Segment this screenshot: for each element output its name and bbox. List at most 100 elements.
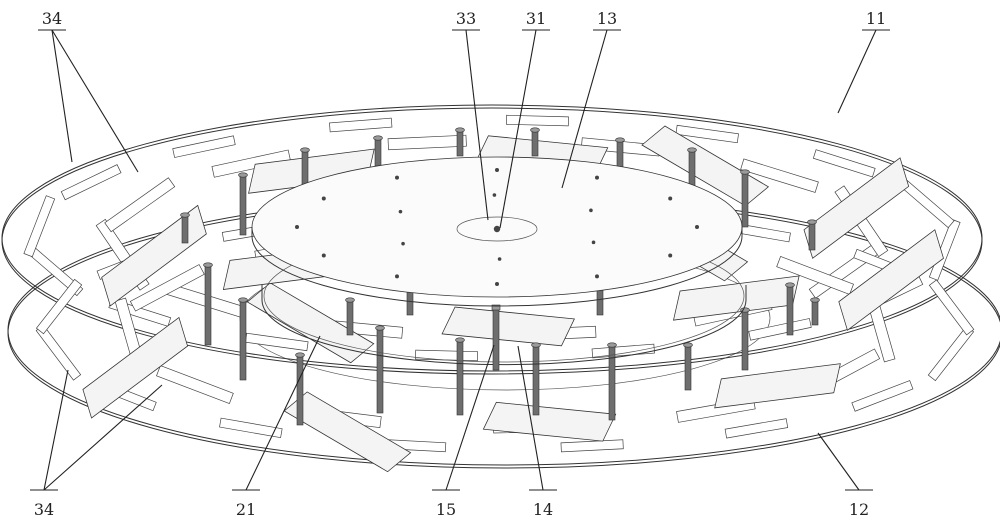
post xyxy=(786,284,794,336)
post xyxy=(376,327,384,414)
ring-slot xyxy=(776,255,854,295)
post xyxy=(239,299,247,381)
ring-slot xyxy=(560,439,624,453)
ring-slot xyxy=(505,114,569,127)
ring-slot xyxy=(219,417,283,439)
post xyxy=(808,221,816,251)
upper-ring-plate xyxy=(1,104,983,375)
post xyxy=(811,299,819,326)
disk-hole xyxy=(492,193,497,197)
post-cap xyxy=(687,147,697,153)
post-cap xyxy=(180,212,190,218)
post-cap xyxy=(615,137,625,143)
post-cap xyxy=(531,342,541,348)
reference-numerals: 34 33 31 13 11 34 21 15 14 12 xyxy=(34,9,886,519)
label-13: 13 xyxy=(597,9,617,28)
disk-hole xyxy=(321,253,326,258)
ring-slot xyxy=(156,365,234,405)
label-14: 14 xyxy=(533,500,553,519)
label-15: 15 xyxy=(436,500,456,519)
ring-slot xyxy=(129,264,205,312)
post xyxy=(456,339,464,416)
disk-hole xyxy=(695,225,699,229)
support-plate xyxy=(246,282,375,364)
post-cap xyxy=(455,127,465,133)
leader-lines xyxy=(30,29,890,491)
disk-hole xyxy=(595,274,599,279)
central-disk xyxy=(251,156,743,307)
post-cap xyxy=(810,297,820,303)
support-plate xyxy=(283,391,412,473)
post xyxy=(239,174,247,236)
post xyxy=(346,299,354,336)
ring-slot xyxy=(740,158,819,193)
post-cap xyxy=(300,147,310,153)
ring-slot xyxy=(724,418,789,439)
disk-hole xyxy=(321,196,326,201)
post xyxy=(531,129,539,157)
post-cap xyxy=(530,127,540,133)
ring-slot xyxy=(245,332,309,352)
disk-hole xyxy=(591,240,596,245)
center-rod-15 xyxy=(492,307,500,371)
disk-holes xyxy=(295,168,699,286)
post-cap xyxy=(807,219,817,225)
post-cap xyxy=(683,342,693,348)
disk-hole xyxy=(398,209,403,214)
label-31: 31 xyxy=(526,9,546,28)
label-12: 12 xyxy=(849,500,869,519)
ring-slot xyxy=(60,164,122,201)
disk-hole xyxy=(495,168,499,172)
disk-hole xyxy=(295,225,299,229)
ring-slot xyxy=(812,149,876,178)
post xyxy=(532,344,540,416)
post-cap xyxy=(785,282,795,288)
post-cap xyxy=(295,352,305,358)
disk-hole xyxy=(497,257,502,261)
post-cap xyxy=(455,337,465,343)
disk-hole xyxy=(495,282,499,286)
ring-slot xyxy=(748,318,812,341)
post xyxy=(374,137,382,167)
support-posts xyxy=(180,127,820,426)
disk-hole xyxy=(595,175,599,180)
disk-hole xyxy=(395,175,399,180)
label-33: 33 xyxy=(456,9,476,28)
post xyxy=(181,214,189,244)
post xyxy=(741,309,749,371)
support-plate xyxy=(441,306,575,347)
disk-hole xyxy=(668,196,673,201)
ring-slot xyxy=(387,134,467,151)
post-cap xyxy=(238,297,248,303)
post xyxy=(456,129,464,157)
post-cap xyxy=(375,325,385,331)
post-cap xyxy=(345,297,355,303)
center-ring-33 xyxy=(456,216,538,242)
label-34-bottom: 34 xyxy=(34,500,54,519)
post-cap xyxy=(203,262,213,268)
support-plate xyxy=(101,204,207,307)
ring-slot xyxy=(211,149,291,178)
support-plates xyxy=(82,125,944,473)
disk-hole xyxy=(395,274,399,279)
ring-slot xyxy=(928,279,975,336)
support-plate xyxy=(714,363,841,409)
disk-hole xyxy=(668,253,673,258)
ring-slot xyxy=(172,135,236,158)
post-cap xyxy=(373,135,383,141)
ring-slot xyxy=(23,195,56,258)
ring-slot xyxy=(675,124,739,144)
disk-hole xyxy=(589,208,593,213)
label-21: 21 xyxy=(236,500,256,519)
ring-slot xyxy=(35,278,83,335)
post xyxy=(204,264,212,346)
post xyxy=(296,354,304,426)
ring-slot xyxy=(329,117,393,133)
post xyxy=(741,171,749,228)
support-plate xyxy=(803,157,910,259)
support-plate xyxy=(838,229,944,331)
post-cap xyxy=(238,172,248,178)
ring-slot xyxy=(591,343,655,359)
post xyxy=(608,344,616,421)
